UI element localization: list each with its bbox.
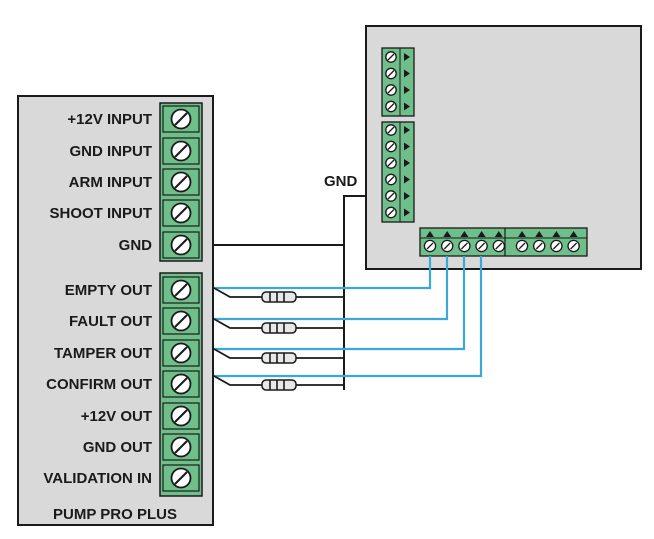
screw-slot bbox=[387, 70, 395, 77]
screw-slot bbox=[387, 159, 395, 167]
screw-slot bbox=[387, 103, 395, 110]
terminal-row: EMPTY OUT bbox=[65, 276, 200, 304]
screw-slot bbox=[174, 283, 188, 297]
terminal-label: EMPTY OUT bbox=[65, 282, 152, 299]
screw-slot bbox=[387, 209, 395, 216]
gnd-wire-label: GND bbox=[324, 173, 358, 190]
terminal-label: CONFIRM OUT bbox=[46, 376, 152, 393]
pump-pro-plus-terminal-block: +12V INPUT GND INPUT ARM INPUT SHOOT INPUT G… bbox=[17, 95, 214, 526]
terminal-wedge bbox=[404, 126, 410, 134]
screw-slot bbox=[426, 242, 434, 250]
screw-slot bbox=[174, 314, 188, 328]
screw-slot bbox=[174, 409, 188, 423]
terminal-row: GND OUT bbox=[83, 433, 200, 461]
terminal-wedge bbox=[552, 231, 561, 237]
terminal-wedge bbox=[404, 53, 410, 61]
terminal-wedge bbox=[404, 192, 410, 200]
terminal-block-title: PUMP PRO PLUS bbox=[53, 506, 177, 523]
screw-slot bbox=[174, 144, 188, 158]
terminal-wedge bbox=[518, 231, 526, 237]
terminal-row: TAMPER OUT bbox=[54, 339, 200, 367]
resistor-icon bbox=[213, 318, 344, 334]
terminal-row: VALIDATION IN bbox=[43, 464, 200, 492]
terminal-label: GND INPUT bbox=[70, 143, 153, 160]
screw-slot bbox=[387, 86, 395, 94]
terminal-label: FAULT OUT bbox=[69, 313, 152, 330]
terminal-wedge bbox=[494, 231, 503, 237]
screw-slot bbox=[460, 242, 468, 250]
terminal-wedge bbox=[460, 231, 469, 237]
ground-wire bbox=[200, 195, 366, 246]
screw-slot bbox=[535, 242, 543, 250]
terminal-wedge bbox=[535, 231, 544, 237]
signal-wire-empty-out bbox=[214, 256, 432, 290]
terminal-label: TAMPER OUT bbox=[54, 345, 152, 362]
terminal-label: VALIDATION IN bbox=[43, 470, 152, 487]
screw-slot bbox=[174, 238, 188, 252]
screw-slot bbox=[518, 242, 526, 250]
screw-slot bbox=[174, 175, 188, 189]
panel-terminal-block-upper bbox=[381, 47, 415, 117]
terminal-row: FAULT OUT bbox=[69, 307, 200, 335]
terminal-wedge bbox=[404, 69, 410, 78]
screw-slot bbox=[174, 440, 188, 454]
signal-wire-tamper-out bbox=[214, 256, 466, 351]
screw-slot bbox=[387, 53, 395, 61]
screw-slot bbox=[174, 346, 188, 360]
terminal-wedge bbox=[404, 208, 410, 217]
signal-wire-confirm-out bbox=[214, 256, 483, 378]
screw-slot bbox=[387, 176, 395, 183]
screw-slot bbox=[174, 471, 188, 485]
resistor-icon bbox=[213, 375, 344, 391]
terminal-row: +12V OUT bbox=[81, 402, 200, 430]
terminal-wedge bbox=[404, 102, 410, 111]
terminal-row: +12V INPUT bbox=[67, 105, 200, 133]
terminal-wedge bbox=[404, 86, 410, 94]
screw-slot bbox=[443, 242, 451, 250]
screw-slot bbox=[552, 242, 560, 250]
terminal-label: +12V OUT bbox=[81, 408, 152, 425]
screw-slot bbox=[495, 242, 503, 250]
panel-terminal-block-lower bbox=[381, 121, 415, 223]
screw-slot bbox=[174, 112, 188, 126]
terminal-row: GND bbox=[119, 231, 200, 259]
terminal-row: CONFIRM OUT bbox=[46, 370, 200, 398]
terminal-wedge bbox=[404, 142, 410, 151]
terminal-label: GND bbox=[119, 237, 153, 254]
terminal-label: GND OUT bbox=[83, 439, 152, 456]
terminal-row: GND INPUT bbox=[70, 137, 200, 165]
screw-slot bbox=[387, 143, 395, 150]
signal-wire-fault-out bbox=[214, 256, 449, 321]
terminal-row: SHOOT INPUT bbox=[49, 199, 200, 227]
control-panel bbox=[365, 25, 642, 270]
terminal-label: +12V INPUT bbox=[67, 111, 152, 128]
resistor-icon bbox=[213, 348, 344, 364]
screw-slot bbox=[387, 192, 395, 200]
resistor-icon bbox=[213, 287, 344, 303]
screw-slot bbox=[174, 377, 188, 391]
terminal-wedge bbox=[477, 231, 486, 237]
terminal-label: ARM INPUT bbox=[69, 174, 152, 191]
screw-slot bbox=[478, 242, 486, 250]
panel-terminal-strip-horizontal bbox=[419, 227, 588, 257]
screw-slot bbox=[570, 242, 578, 250]
terminal-wedge bbox=[426, 231, 434, 237]
terminal-wedge bbox=[443, 231, 452, 237]
screw-slot bbox=[387, 126, 395, 134]
terminal-row: ARM INPUT bbox=[69, 168, 200, 196]
terminal-label: SHOOT INPUT bbox=[49, 205, 152, 222]
terminal-wedge bbox=[569, 231, 578, 237]
terminal-wedge bbox=[404, 175, 410, 184]
terminal-wedge bbox=[404, 159, 410, 167]
wiring bbox=[200, 195, 483, 391]
screw-slot bbox=[174, 206, 188, 220]
